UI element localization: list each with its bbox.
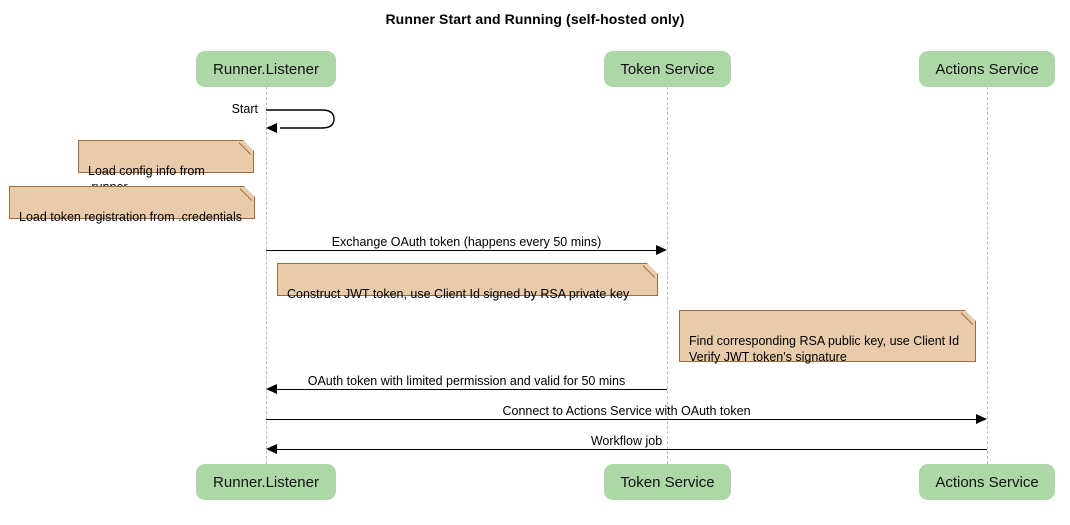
note-fold-edge-icon [240,186,255,201]
arrowhead-workflow-job [266,443,277,454]
note-construct-jwt-token: Construct JWT token, use Client Id signe… [277,263,658,301]
lifeline-token [667,87,668,464]
note-verify-jwt-signature: Find corresponding RSA public key, use C… [679,310,976,364]
arrowhead-connect-actions-service [976,413,987,424]
arrowhead-start [266,122,277,133]
message-line-workflow-job [275,449,987,450]
message-label-start: Start [231,102,258,116]
actor-box-token-bottom[interactable]: Token Service [604,464,731,500]
note-fold-edge-icon [239,140,254,155]
note-fold-edge-icon [961,310,976,325]
arrowhead-exchange-oauth-token [656,244,667,255]
note-text-load-token-registration: Load token registration from .credential… [19,210,243,224]
message-self-loop-start [266,109,335,129]
actor-label-token-bottom: Token Service [620,473,715,491]
note-text-construct-jwt-token: Construct JWT token, use Client Id signe… [287,287,630,301]
actor-box-runner-bottom[interactable]: Runner.Listener [196,464,336,500]
lifeline-runner [266,87,267,464]
message-line-exchange-oauth-token [266,250,659,251]
message-label-oauth-token-response: OAuth token with limited permission and … [307,374,626,388]
actor-label-token-top: Token Service [620,60,715,78]
actor-box-runner-top[interactable]: Runner.Listener [196,51,336,87]
actor-label-actions-top: Actions Service [935,60,1039,78]
note-fold-edge-icon [643,263,658,278]
lifeline-actions [987,87,988,464]
note-text-verify-jwt-signature: Find corresponding RSA public key, use C… [689,334,960,364]
actor-label-runner-top: Runner.Listener [213,60,319,78]
actor-box-actions-top[interactable]: Actions Service [919,51,1055,87]
actor-box-token-top[interactable]: Token Service [604,51,731,87]
actor-label-actions-bottom: Actions Service [935,473,1039,491]
message-line-connect-actions-service [266,419,977,420]
actor-box-actions-bottom[interactable]: Actions Service [919,464,1055,500]
note-load-token-registration: Load token registration from .credential… [9,186,255,224]
actor-label-runner-bottom: Runner.Listener [213,473,319,491]
message-line-oauth-token-response [275,389,667,390]
message-label-exchange-oauth-token: Exchange OAuth token (happens every 50 m… [331,235,602,249]
arrowhead-oauth-token-response [266,383,277,394]
diagram-title: Runner Start and Running (self-hosted on… [385,11,685,27]
message-label-workflow-job: Workflow job [590,434,663,448]
note-load-config-info: Load config info from .runner [78,140,254,194]
message-label-connect-actions-service: Connect to Actions Service with OAuth to… [502,404,751,418]
